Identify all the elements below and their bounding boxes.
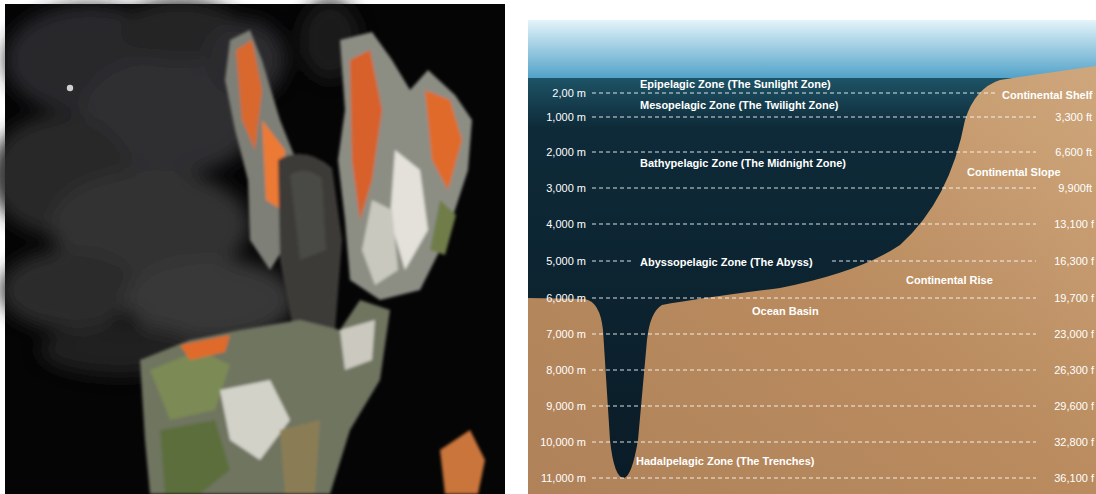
depth-label: 1,000 m xyxy=(546,110,586,124)
depth-lines xyxy=(592,93,1036,478)
depth-label: 2,000 m xyxy=(546,145,586,159)
feet-label: 32,800 f xyxy=(1054,435,1094,449)
zone-label: Epipelagic Zone (The Sunlight Zone) xyxy=(640,77,831,91)
ocean-profile xyxy=(528,20,1096,494)
depth-label: 9,000 m xyxy=(546,399,586,413)
feet-label: 23,000 f xyxy=(1054,327,1094,341)
feature-label: Continental Rise xyxy=(906,273,993,287)
depth-label: 7,000 m xyxy=(546,327,586,341)
zone-label: Abyssopelagic Zone (The Abyss) xyxy=(640,255,813,269)
depth-label: 5,000 m xyxy=(546,254,586,268)
depth-label: 6,000 m xyxy=(546,291,586,305)
feature-label: Ocean Basin xyxy=(752,304,819,318)
feet-label: 9,900ft xyxy=(1058,181,1092,195)
feet-label: 26,300 f xyxy=(1054,363,1094,377)
zone-label: Mesopelagic Zone (The Twilight Zone) xyxy=(640,98,838,112)
feet-label: 16,300 f xyxy=(1054,254,1094,268)
feature-label: Continental Slope xyxy=(967,165,1061,179)
depth-label: 2,00 m xyxy=(552,86,586,100)
feet-label: 29,600 f xyxy=(1054,399,1094,413)
feature-label: Continental Shelf xyxy=(1002,88,1092,102)
depth-label: 3,000 m xyxy=(546,181,586,195)
feet-label: 13,100 f xyxy=(1054,217,1094,231)
depth-label: 8,000 m xyxy=(546,363,586,377)
depth-label: 10,000 m xyxy=(540,435,586,449)
depth-label: 4,000 m xyxy=(546,217,586,231)
depth-label: 11,000 m xyxy=(541,471,586,485)
feet-label: 3,300 ft xyxy=(1055,110,1092,124)
vent-photo xyxy=(0,0,505,494)
feet-label: 19,700 f xyxy=(1054,291,1094,305)
zone-label: Hadalpelagic Zone (The Trenches) xyxy=(636,454,815,468)
zone-label: Bathypelagic Zone (The Midnight Zone) xyxy=(640,156,846,170)
feet-label: 6,600 ft xyxy=(1055,145,1092,159)
feet-label: 36,100 f xyxy=(1054,471,1094,485)
